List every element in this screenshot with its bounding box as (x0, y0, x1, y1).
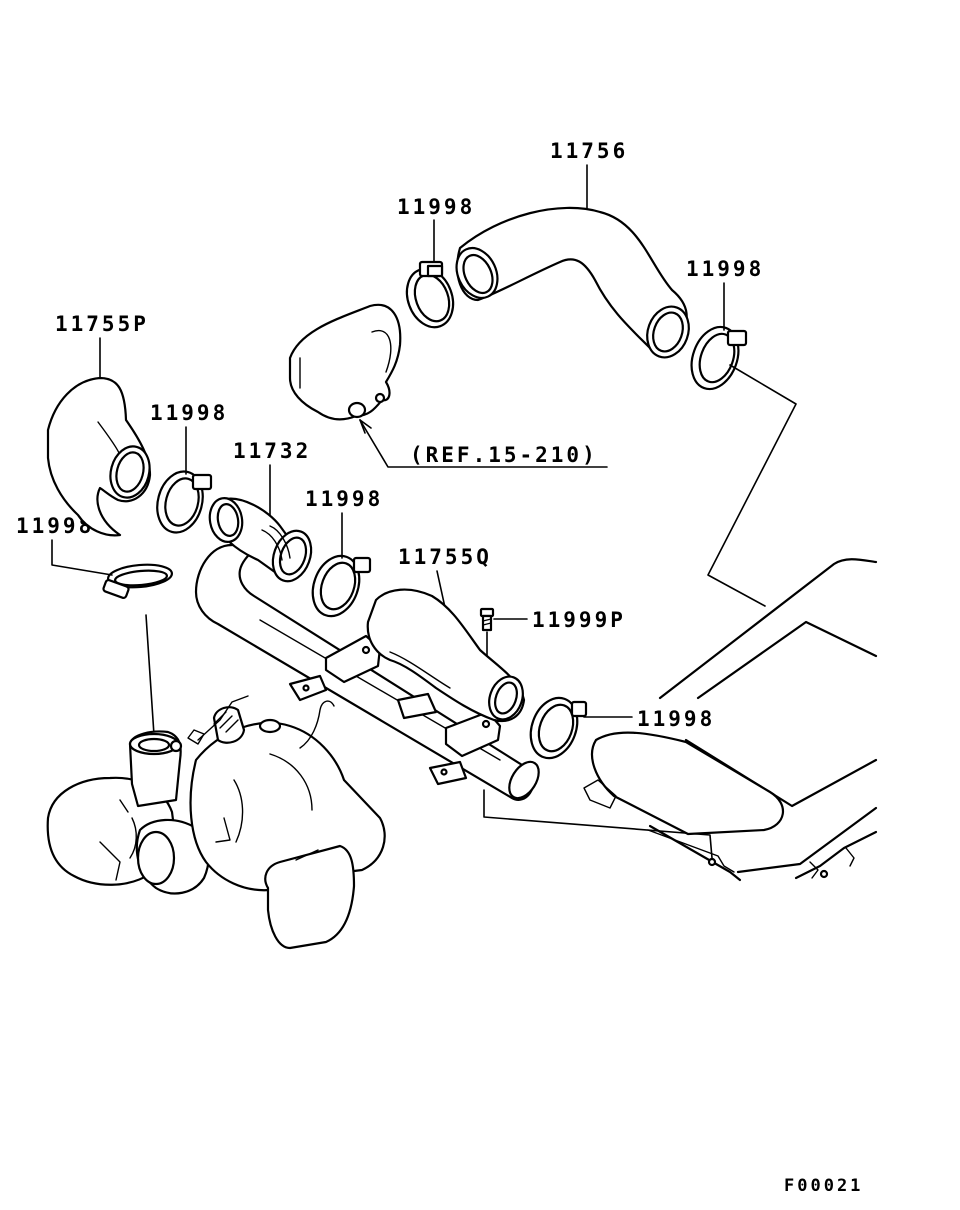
pipe-11732[interactable] (194, 496, 545, 804)
label-11998-top[interactable]: 11998 (397, 195, 475, 219)
label-11756[interactable]: 11756 (550, 139, 628, 163)
label-11998-center[interactable]: 11998 (305, 487, 383, 511)
reference-label[interactable]: (REF.15-210) (410, 443, 598, 467)
clamp-11998-right-top[interactable] (683, 320, 748, 395)
clamp-11998-top[interactable] (399, 260, 461, 334)
clamp-11998-left[interactable] (102, 562, 173, 599)
figure-code: F00021 (784, 1176, 863, 1196)
label-11998-left[interactable]: 11998 (16, 514, 94, 538)
hose-11755q[interactable] (366, 588, 529, 725)
label-11755p[interactable]: 11755P (55, 312, 149, 336)
label-11998-right-low[interactable]: 11998 (637, 707, 715, 731)
clamp-11998-left-mid[interactable] (151, 466, 213, 537)
label-11732[interactable]: 11732 (233, 439, 311, 463)
hose-11756[interactable] (449, 206, 696, 363)
hose-11755p[interactable] (46, 376, 155, 537)
label-11755q[interactable]: 11755Q (398, 545, 492, 569)
leader-lines (51, 164, 797, 859)
turbocharger[interactable] (46, 695, 386, 950)
label-11998-left-mid[interactable]: 11998 (150, 401, 228, 425)
bolt-11999p[interactable] (479, 607, 495, 632)
label-11999p[interactable]: 11999P (532, 608, 626, 632)
throttle-body-ref[interactable] (288, 303, 402, 421)
clamp-11998-right-low[interactable] (523, 691, 588, 764)
label-11998-right-top[interactable]: 11998 (686, 257, 764, 281)
clamp-11998-center[interactable] (305, 549, 372, 622)
intercooler[interactable] (583, 558, 878, 882)
